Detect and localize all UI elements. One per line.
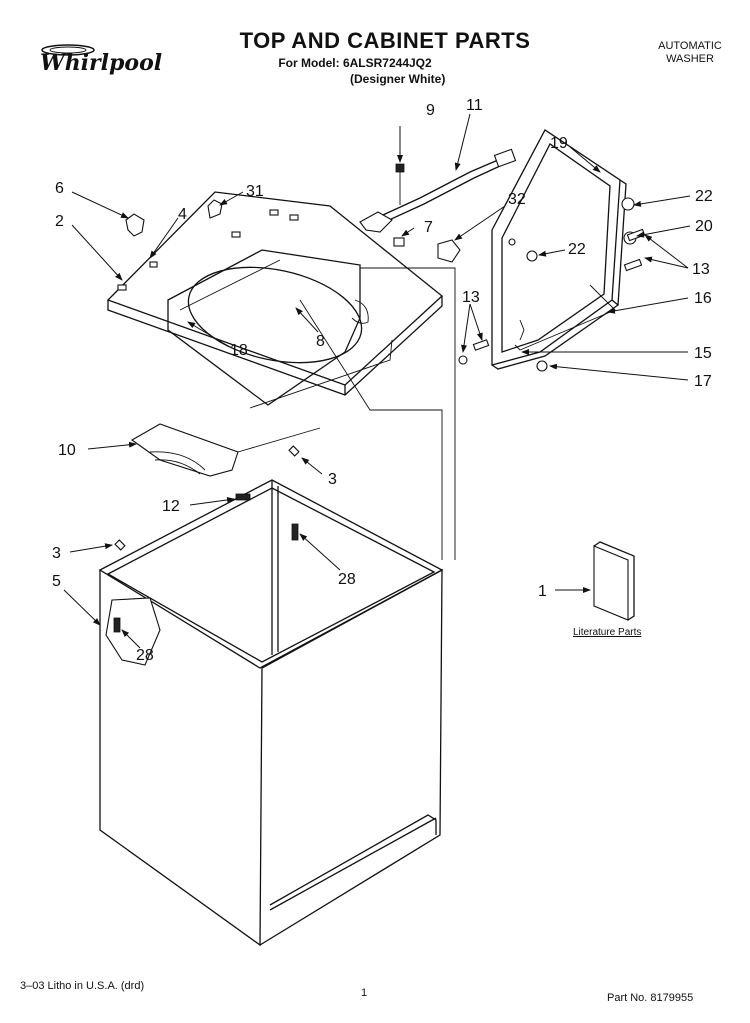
callout-28: 28 — [338, 571, 356, 588]
variant-line: (Designer White) — [350, 72, 446, 86]
category-line-1: AUTOMATIC — [658, 40, 722, 52]
litho-note: 3–03 Litho in U.S.A. (drd) — [20, 980, 145, 992]
callout-17: 17 — [694, 373, 712, 390]
category-line-2: WASHER — [666, 53, 714, 65]
callout-numbers: 9 11 6 31 19 22 4 32 2 7 22 20 13 13 16 … — [52, 97, 713, 664]
callout-5: 5 — [52, 573, 61, 590]
callout-10: 10 — [58, 442, 76, 459]
hinge-bracket-part — [130, 423, 321, 477]
wire-harness-part — [359, 148, 517, 247]
callout-2: 2 — [55, 213, 64, 230]
callout-12: 12 — [162, 498, 180, 515]
appliance-category: AUTOMATIC WASHER — [640, 40, 740, 66]
callout-31: 31 — [246, 183, 264, 200]
callout-13: 13 — [692, 261, 710, 278]
callout-6: 6 — [55, 180, 64, 197]
assembly-connector-line — [299, 299, 443, 560]
callout-3: 3 — [328, 471, 337, 488]
callout-1: 1 — [538, 583, 547, 600]
page-number: 1 — [361, 987, 368, 999]
part-number: Part No. 8179955 — [607, 992, 694, 1004]
assembly-connector-line — [360, 267, 456, 560]
whirlpool-logo: Whirlpool — [16, 42, 176, 82]
callout-4: 4 — [178, 206, 187, 223]
callout-22: 22 — [568, 241, 586, 258]
model-line: For Model: 6ALSR7244JQ2 — [278, 56, 432, 70]
callout-8: 8 — [316, 333, 325, 350]
callout-16: 16 — [694, 290, 712, 307]
washer-top-panel — [106, 191, 443, 409]
callout-22: 22 — [695, 188, 713, 205]
callout-7: 7 — [424, 219, 433, 236]
knob-part — [437, 239, 461, 263]
callout-arrows — [63, 113, 691, 649]
callout-15: 15 — [694, 345, 712, 362]
page-title: TOP AND CABINET PARTS — [239, 28, 531, 53]
washer-cabinet — [98, 445, 444, 947]
literature-parts-label: Literature Parts — [573, 627, 641, 638]
brand-name: Whirlpool — [40, 50, 163, 76]
clip-part — [125, 213, 145, 237]
bracket-part — [207, 199, 223, 219]
callout-20: 20 — [695, 218, 713, 235]
callout-11: 11 — [466, 97, 483, 114]
callout-18: 18 — [230, 342, 248, 359]
callout-28: 28 — [136, 647, 154, 664]
callout-9: 9 — [426, 102, 435, 119]
literature-booklet: Literature Parts — [573, 541, 641, 638]
lid-frame — [458, 129, 646, 372]
callout-19: 19 — [550, 135, 568, 152]
callout-32: 32 — [508, 191, 526, 208]
callout-13: 13 — [462, 289, 480, 306]
logo-swirl-icon — [41, 44, 95, 56]
callout-3: 3 — [52, 545, 61, 562]
